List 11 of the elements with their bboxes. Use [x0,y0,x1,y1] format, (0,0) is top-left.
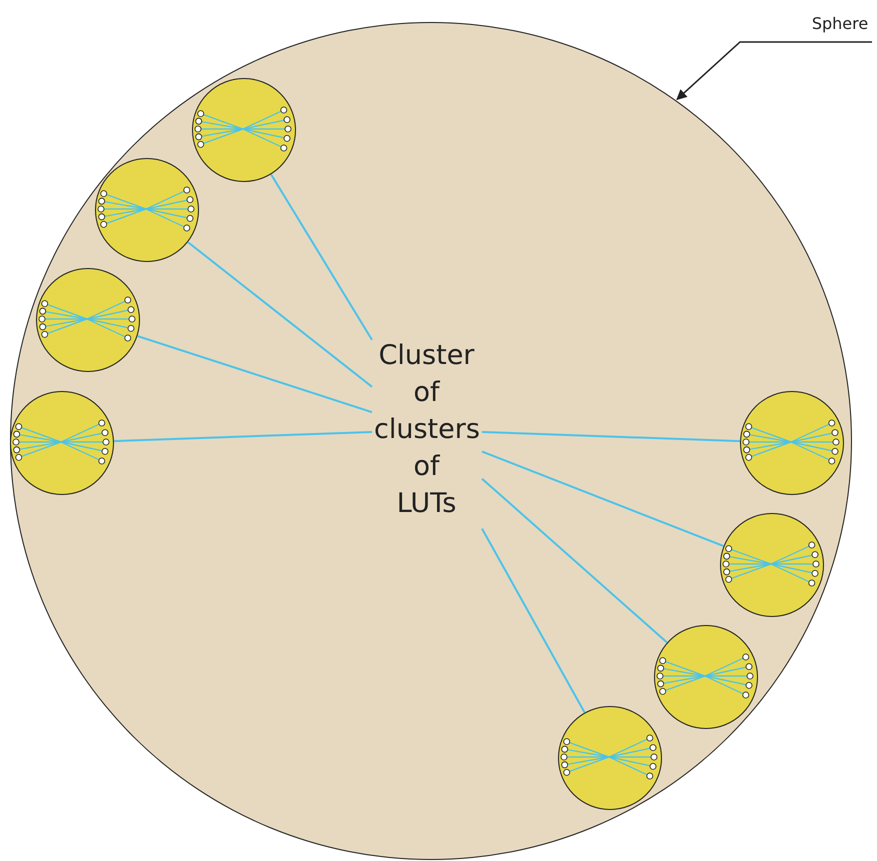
connector-line [482,450,724,547]
connector-line [481,478,668,644]
leader-line [676,41,872,100]
connector-line [270,174,373,340]
connector-line [481,528,586,714]
connector-line [482,430,740,442]
connector-line [187,241,373,388]
center-label: Cluster of clusters of LUTs [374,339,479,521]
connector-line [137,335,372,414]
callout-label: Sphere [812,14,868,32]
connector-line [114,430,372,442]
